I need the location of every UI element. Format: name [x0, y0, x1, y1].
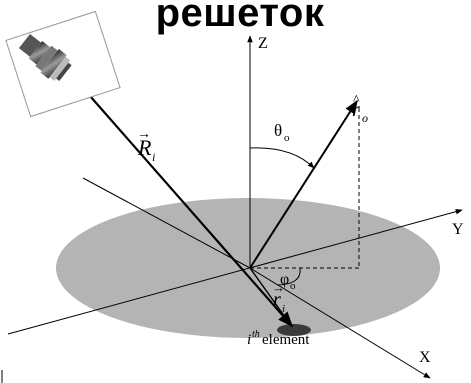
- svg-text:→: →: [137, 127, 151, 142]
- svg-text:r: r: [273, 289, 281, 311]
- z-axis-label: Z: [258, 35, 268, 52]
- r-i-vector: [249, 267, 291, 325]
- r-hat-o-label: r ^ o: [352, 93, 368, 125]
- svg-text:element: element: [262, 332, 310, 348]
- R-i-vector: [89, 95, 294, 328]
- phi-o-label: φ o: [280, 271, 296, 292]
- x-axis-label: X: [419, 349, 431, 366]
- page-title: решеток: [155, 0, 325, 35]
- svg-text:i: i: [247, 332, 251, 348]
- r-i-label: r → i: [272, 280, 285, 315]
- svg-text:o: o: [362, 111, 368, 125]
- phi-arc: [277, 267, 301, 286]
- svg-text:θ: θ: [274, 121, 282, 140]
- x-axis-front: [249, 267, 431, 379]
- y-axis-label: Y: [452, 221, 464, 238]
- r-hat-o-vector: [249, 99, 358, 269]
- svg-text:th: th: [252, 329, 260, 340]
- svg-text:o: o: [290, 280, 296, 292]
- y-axis: [7, 208, 463, 335]
- horn-probe-icon: [5, 10, 121, 118]
- svg-text:R: R: [137, 135, 152, 160]
- theta-arc: [249, 147, 315, 169]
- theta-o-label: θ o: [274, 121, 290, 144]
- svg-text:i: i: [282, 303, 285, 315]
- svg-text:→: →: [272, 280, 285, 295]
- svg-text:i: i: [152, 150, 155, 164]
- element-label: i th element: [247, 329, 310, 348]
- R-i-label: R → i: [137, 127, 155, 164]
- svg-text:^: ^: [353, 93, 360, 108]
- svg-text:φ: φ: [280, 271, 289, 288]
- svg-text:o: o: [284, 132, 290, 144]
- x-axis-back: [82, 177, 251, 269]
- svg-text:r: r: [352, 99, 360, 121]
